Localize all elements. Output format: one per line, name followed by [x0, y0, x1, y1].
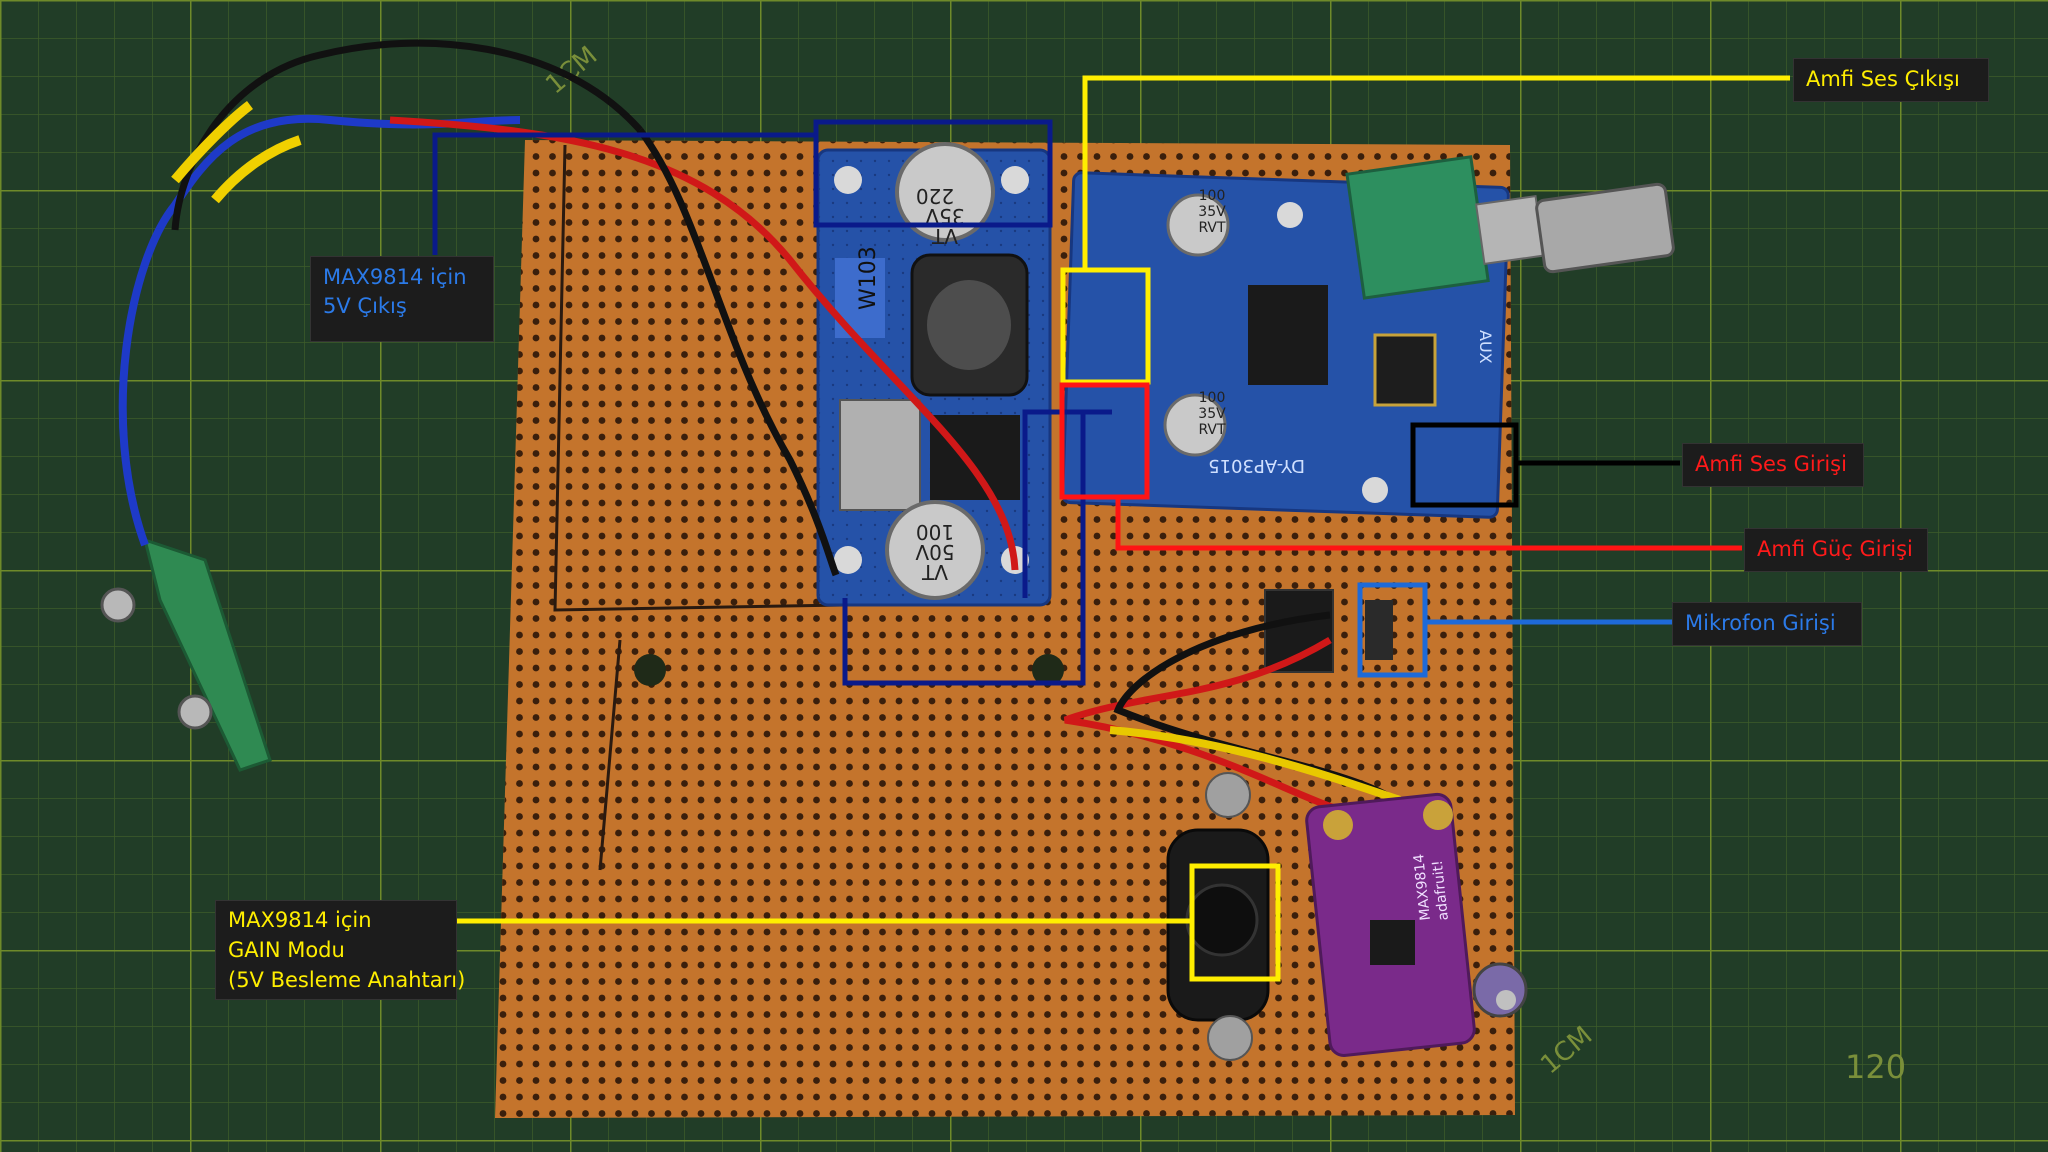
cap3-line1: 100 [1199, 188, 1226, 204]
label-max9814-output: MAX9814 için 5V Çıkış [310, 256, 494, 342]
max9814-mic-board: MAX9814 adafruit! [1305, 792, 1476, 1057]
box-amp-audio-out [1060, 267, 1151, 385]
line-buck-input-2 [1022, 409, 1110, 598]
label-gain-mode-line2: GAIN Modu [228, 938, 345, 962]
box-amp-power-in [1059, 382, 1150, 500]
label-mic-input-text: Mikrofon Girişi [1685, 611, 1836, 635]
cap2-line2: 50V [915, 540, 954, 564]
label-amp-audio-out-text: Amfi Ses Çıkışı [1806, 67, 1960, 91]
electrolytic-cap-small [1472, 962, 1528, 1018]
capacitor-100uf-50v: 100 50V VT [885, 500, 985, 600]
label-mic-input: Mikrofon Girişi [1672, 602, 1862, 646]
label-amp-power-in-text: Amfi Güç Girişi [1757, 537, 1913, 561]
capacitor-amp-2: 100 35V RVT [1163, 390, 1227, 457]
capacitor-amp-1: 100 35V RVT [1166, 188, 1230, 257]
label-max9814-output-line1: MAX9814 için [323, 265, 467, 289]
line-amp-power-in [1115, 497, 1742, 551]
cap2-line3: VT [921, 560, 948, 584]
mat-mark-120: 120 [1845, 1048, 1906, 1086]
label-amp-audio-in: Amfi Ses Girişi [1682, 443, 1864, 487]
black-wire-main [637, 127, 840, 577]
cap1-line1: 220 [916, 184, 954, 208]
cap4-line3: RVT [1198, 422, 1226, 438]
cap4-line1: 100 [1199, 390, 1226, 406]
box-mic-input [1357, 582, 1428, 678]
label-gain-mode-line3: (5V Besleme Anahtarı) [228, 968, 466, 992]
amp-board-label: DY-AP3015 [1208, 455, 1305, 476]
mic-brand-label: adafruit! [1430, 859, 1452, 921]
cap4-line2: 35V [1198, 406, 1226, 422]
inductor-label: W103 [856, 246, 881, 310]
potentiometer [1345, 155, 1675, 300]
cap1-line3: VT [931, 224, 958, 248]
label-amp-power-in: Amfi Güç Girişi [1744, 528, 1928, 572]
cap3-line2: 35V [1198, 204, 1226, 220]
line-amp-audio-out [1082, 75, 1790, 270]
aux-label: AUX [1476, 330, 1495, 364]
mic-yellow-wire [1109, 726, 1402, 804]
mic-chip-label: MAX9814 [1411, 853, 1434, 921]
label-amp-audio-in-text: Amfi Ses Girişi [1695, 452, 1847, 476]
label-gain-mode-line1: MAX9814 için [228, 908, 372, 932]
line-max9814-out [432, 132, 816, 255]
box-buck-output [813, 119, 1053, 228]
cap3-line3: RVT [1198, 220, 1226, 236]
mic-red-wire [1063, 636, 1342, 814]
cap2-line1: 100 [916, 520, 954, 544]
label-amp-audio-out: Amfi Ses Çıkışı [1793, 58, 1989, 102]
label-max9814-output-line2: 5V Çıkış [323, 294, 407, 318]
battery-clip [100, 537, 272, 772]
label-gain-mode: MAX9814 için GAIN Modu (5V Besleme Anaht… [215, 900, 466, 1000]
